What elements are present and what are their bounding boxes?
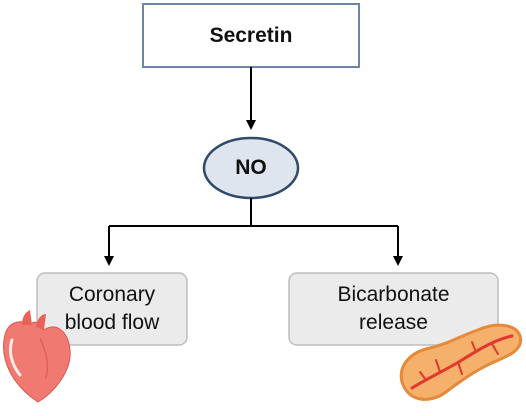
heart-icon bbox=[3, 310, 71, 403]
coronary-label: Coronary blood flow bbox=[64, 283, 160, 334]
secretin-label: Secretin bbox=[209, 23, 293, 47]
no-label: NO bbox=[235, 156, 267, 179]
secretin-box bbox=[142, 3, 360, 68]
coronary-box bbox=[36, 272, 188, 346]
pancreas-icon bbox=[399, 323, 523, 401]
bicarbonate-box bbox=[288, 272, 499, 346]
bicarbonate-label: Bicarbonate release bbox=[337, 283, 450, 334]
